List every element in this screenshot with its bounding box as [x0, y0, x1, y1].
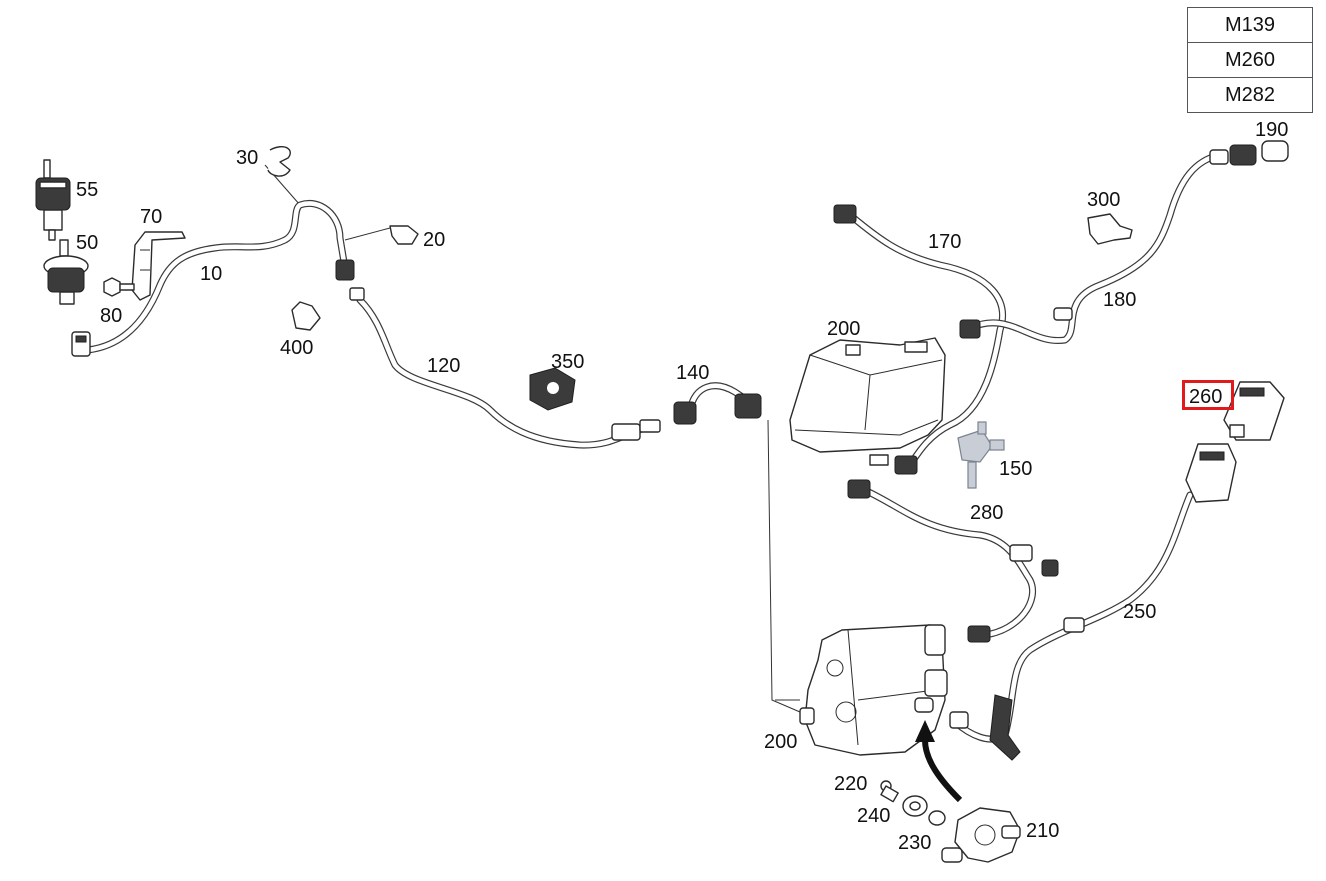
callout-55: 55 — [76, 179, 98, 201]
callout-180: 180 — [1103, 289, 1136, 311]
callout-200-upper: 200 — [827, 318, 860, 340]
callout-50: 50 — [76, 232, 98, 254]
assembly-arrow-icon — [915, 720, 963, 803]
callout-220: 220 — [834, 773, 867, 795]
part-30-clip — [267, 146, 291, 177]
callout-20: 20 — [423, 229, 445, 251]
callout-190: 190 — [1255, 119, 1288, 141]
callout-10: 10 — [200, 263, 222, 285]
callout-140: 140 — [676, 362, 709, 384]
part-55-valve — [35, 159, 71, 241]
callout-170: 170 — [928, 231, 961, 253]
hose-10-connector — [71, 331, 91, 357]
hose-250-bracket — [949, 694, 1021, 761]
callout-120: 120 — [427, 355, 460, 377]
engine-variant-table: M139 M260 M282 — [1187, 7, 1313, 113]
callout-400: 400 — [280, 337, 313, 359]
part-220-bolt — [880, 780, 899, 803]
hose-10 — [84, 200, 348, 354]
part-200-canister-upper — [789, 319, 981, 475]
hose-180-clamp — [1053, 307, 1073, 321]
callout-350: 350 — [551, 351, 584, 373]
hose-120-connector — [335, 259, 365, 301]
part-70-bracket — [131, 231, 186, 301]
part-400-clip — [291, 301, 321, 331]
part-350-holder — [529, 367, 576, 411]
part-50-valve — [43, 239, 89, 305]
part-190-connector — [1209, 140, 1289, 166]
variant-cell: M139 — [1188, 8, 1312, 43]
hose-170-connectors — [833, 204, 871, 499]
part-230-seal — [928, 810, 946, 826]
part-200-canister-lower — [799, 624, 948, 756]
part-250-connector — [1185, 443, 1237, 503]
callout-80: 80 — [100, 305, 122, 327]
hose-250-clamps — [967, 544, 1085, 643]
callout-labels: 55 50 70 10 80 30 20 400 120 350 140 170… — [76, 119, 1288, 854]
part-240-ring — [902, 795, 928, 817]
hose-280 — [856, 484, 1037, 639]
callout-260: 260 — [1189, 386, 1222, 408]
part-20-clip — [389, 225, 419, 245]
callout-30: 30 — [236, 147, 258, 169]
callout-240: 240 — [857, 805, 890, 827]
hose-180 — [966, 151, 1224, 344]
callout-70: 70 — [140, 206, 162, 228]
hose-120-end-connectors — [611, 393, 762, 441]
callout-300: 300 — [1087, 189, 1120, 211]
callout-250: 250 — [1123, 601, 1156, 623]
part-300-clip — [1087, 213, 1133, 245]
part-150-valve — [957, 421, 1005, 489]
callout-210: 210 — [1026, 820, 1059, 842]
callout-230: 230 — [898, 832, 931, 854]
callout-150: 150 — [999, 458, 1032, 480]
part-260-connector — [1223, 381, 1285, 441]
part-80-bolt — [103, 277, 135, 297]
callout-200-lower: 200 — [764, 731, 797, 753]
callout-280: 280 — [970, 502, 1003, 524]
highlight-box — [1182, 380, 1234, 410]
variant-cell: M260 — [1188, 43, 1312, 78]
hose-120 — [356, 296, 654, 449]
part-210-valve — [941, 807, 1021, 863]
variant-cell: M282 — [1224, 84, 1276, 106]
